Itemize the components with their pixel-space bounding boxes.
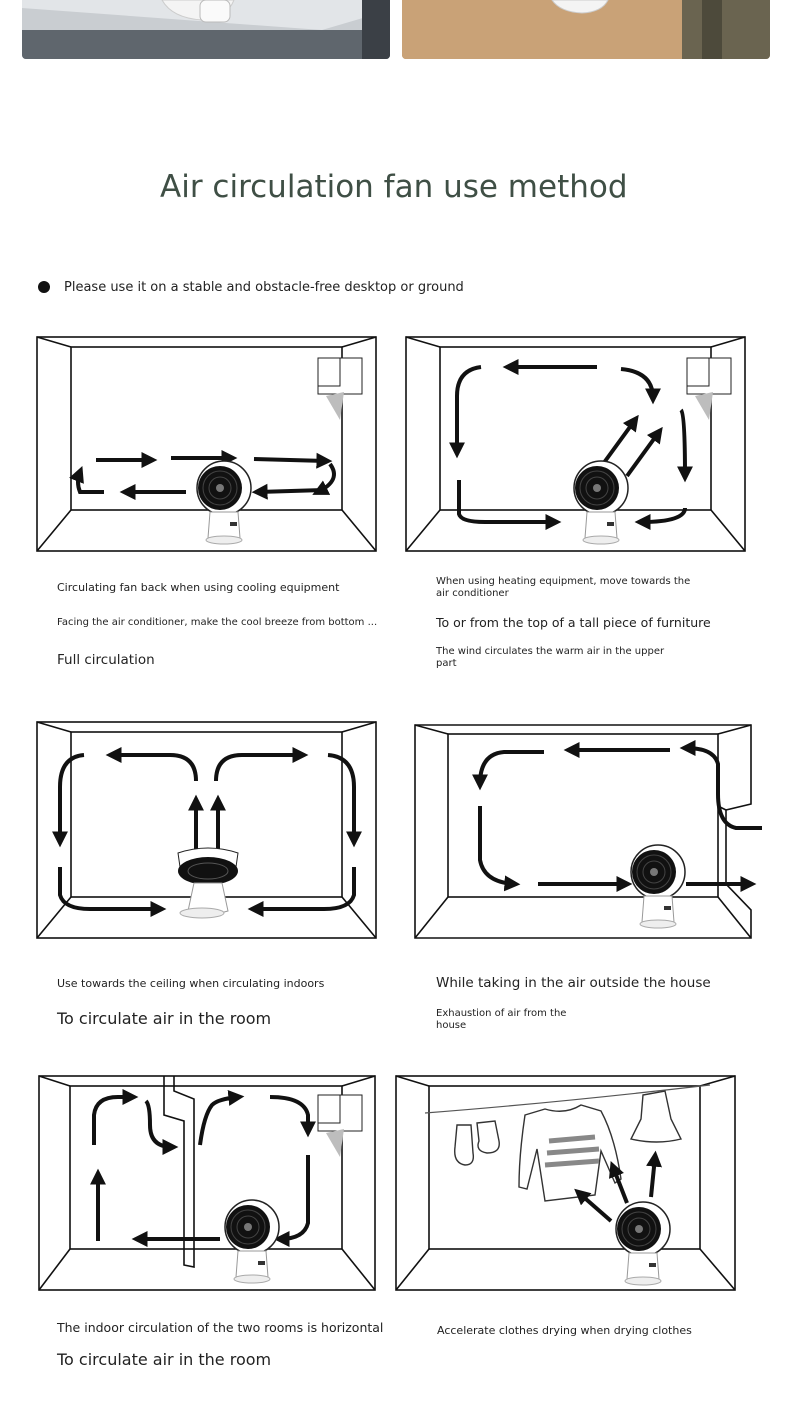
caption-6a: Accelerate clothes drying when drying cl…	[437, 1324, 692, 1337]
airflow-arrow-icon	[90, 1089, 316, 1247]
airflow-arrow-icon	[69, 450, 336, 500]
product-photo-left	[22, 0, 390, 59]
caption-5a: The indoor circulation of the two rooms …	[57, 1320, 384, 1335]
fan-icon	[615, 1201, 671, 1286]
diagram-ceiling-circulation	[36, 721, 378, 941]
product-photo-right	[402, 0, 770, 59]
caption-1c: Full circulation	[57, 652, 155, 668]
caption-3b: To circulate air in the room	[57, 1009, 272, 1028]
page-title: Air circulation fan use method	[160, 169, 628, 205]
caption-2c: The wind circulates the warm air in the …	[436, 646, 665, 669]
fan-icon	[573, 460, 629, 545]
diagram-cooling-circulation	[36, 336, 378, 554]
caption-2a: When using heating equipment, move towar…	[436, 576, 691, 599]
diagram-two-rooms	[38, 1075, 378, 1293]
clothes-icon	[424, 1084, 711, 1202]
fan-icon	[630, 844, 686, 929]
fan-icon	[224, 1199, 280, 1284]
air-conditioner-icon	[317, 357, 363, 421]
air-conditioner-icon	[686, 357, 732, 421]
caption-3a: Use towards the ceiling when circulating…	[57, 977, 325, 990]
bullet-icon	[38, 281, 50, 293]
instruction-text: Please use it on a stable and obstacle-f…	[64, 279, 464, 295]
airflow-arrow-icon	[449, 359, 693, 530]
airflow-arrow-icon	[472, 740, 762, 892]
caption-1a: Circulating fan back when using cooling …	[57, 581, 340, 594]
caption-4b: Exhaustion of air from the house	[436, 1008, 567, 1031]
instruction-row: Please use it on a stable and obstacle-f…	[38, 274, 464, 300]
airflow-arrow-icon	[574, 1150, 663, 1223]
caption-5b: To circulate air in the room	[57, 1350, 272, 1369]
caption-2b: To or from the top of a tall piece of fu…	[436, 615, 711, 630]
fan-icon	[196, 460, 252, 545]
caption-4a: While taking in the air outside the hous…	[436, 975, 711, 991]
diagram-outside-air	[414, 724, 764, 942]
caption-1b: Facing the air conditioner, make the coo…	[57, 617, 378, 628]
air-conditioner-icon	[317, 1094, 363, 1158]
fan-icon	[177, 847, 239, 919]
airflow-arrow-icon	[52, 747, 362, 917]
diagram-heating-circulation	[405, 336, 747, 554]
diagram-clothes-drying	[395, 1075, 737, 1293]
